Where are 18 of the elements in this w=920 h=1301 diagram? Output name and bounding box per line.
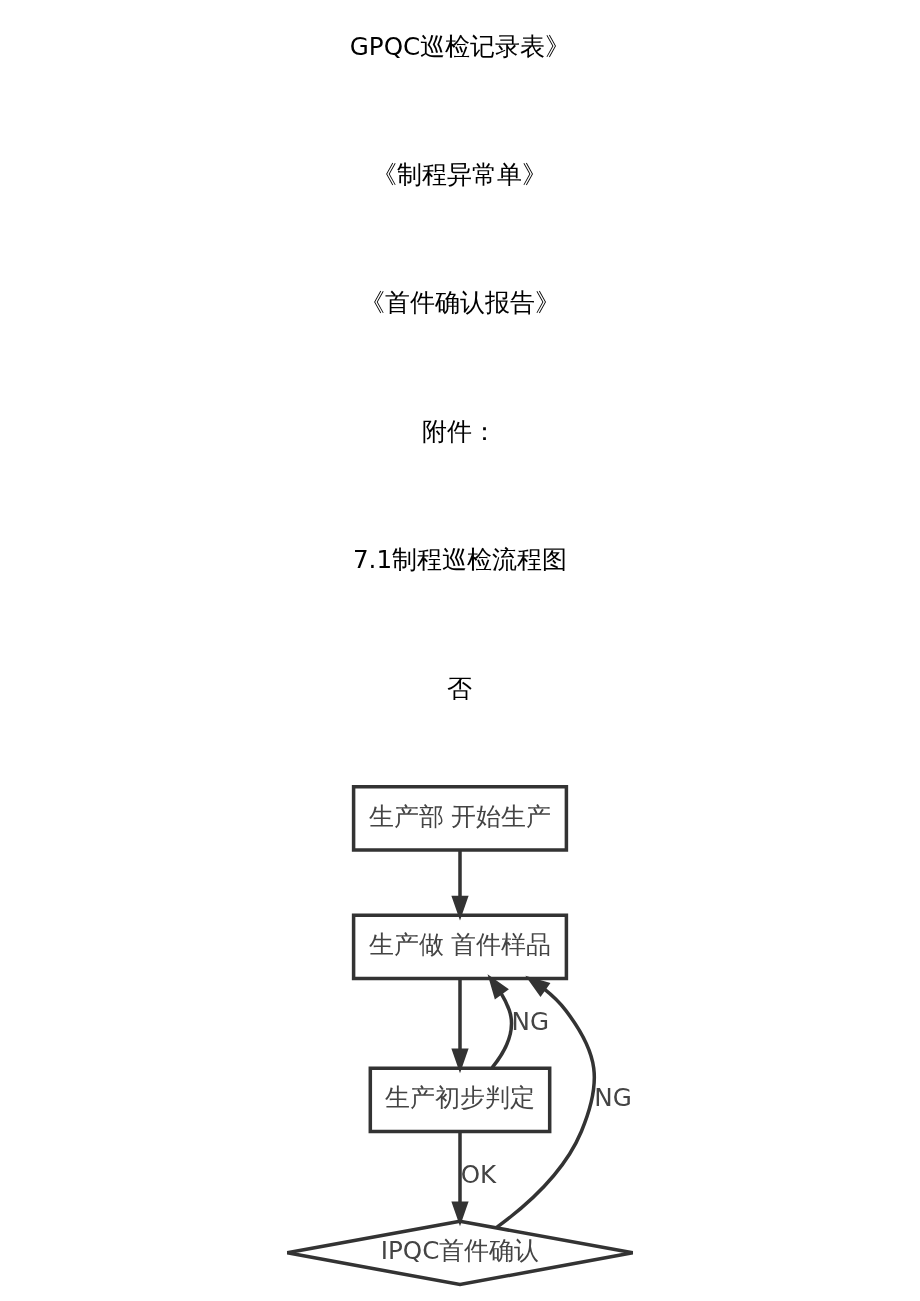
arrow — [451, 1131, 469, 1227]
arrow — [451, 850, 469, 921]
edge-label: NG — [511, 1006, 550, 1036]
label: 《首件确认报告》 — [360, 288, 560, 318]
label: 《制程异常单》 — [372, 160, 548, 190]
edge-label: NG — [594, 1083, 632, 1113]
edge-label: OK — [460, 1159, 497, 1189]
arrow — [451, 978, 469, 1074]
node-box: 生产部 开始生产 — [351, 785, 569, 852]
arrow — [487, 974, 514, 1069]
node-diamond: IPQC首件确认 — [285, 1219, 635, 1287]
label: 附件： — [422, 416, 498, 446]
label: 否 — [447, 673, 473, 703]
node-box: 生产初步判定 — [368, 1066, 552, 1134]
arrow — [495, 975, 597, 1230]
node-box: 生产做 首件样品 — [351, 913, 569, 981]
label: 7.1制程巡检流程图 — [352, 545, 568, 575]
label: GPQC巡检记录表》 — [349, 31, 571, 61]
